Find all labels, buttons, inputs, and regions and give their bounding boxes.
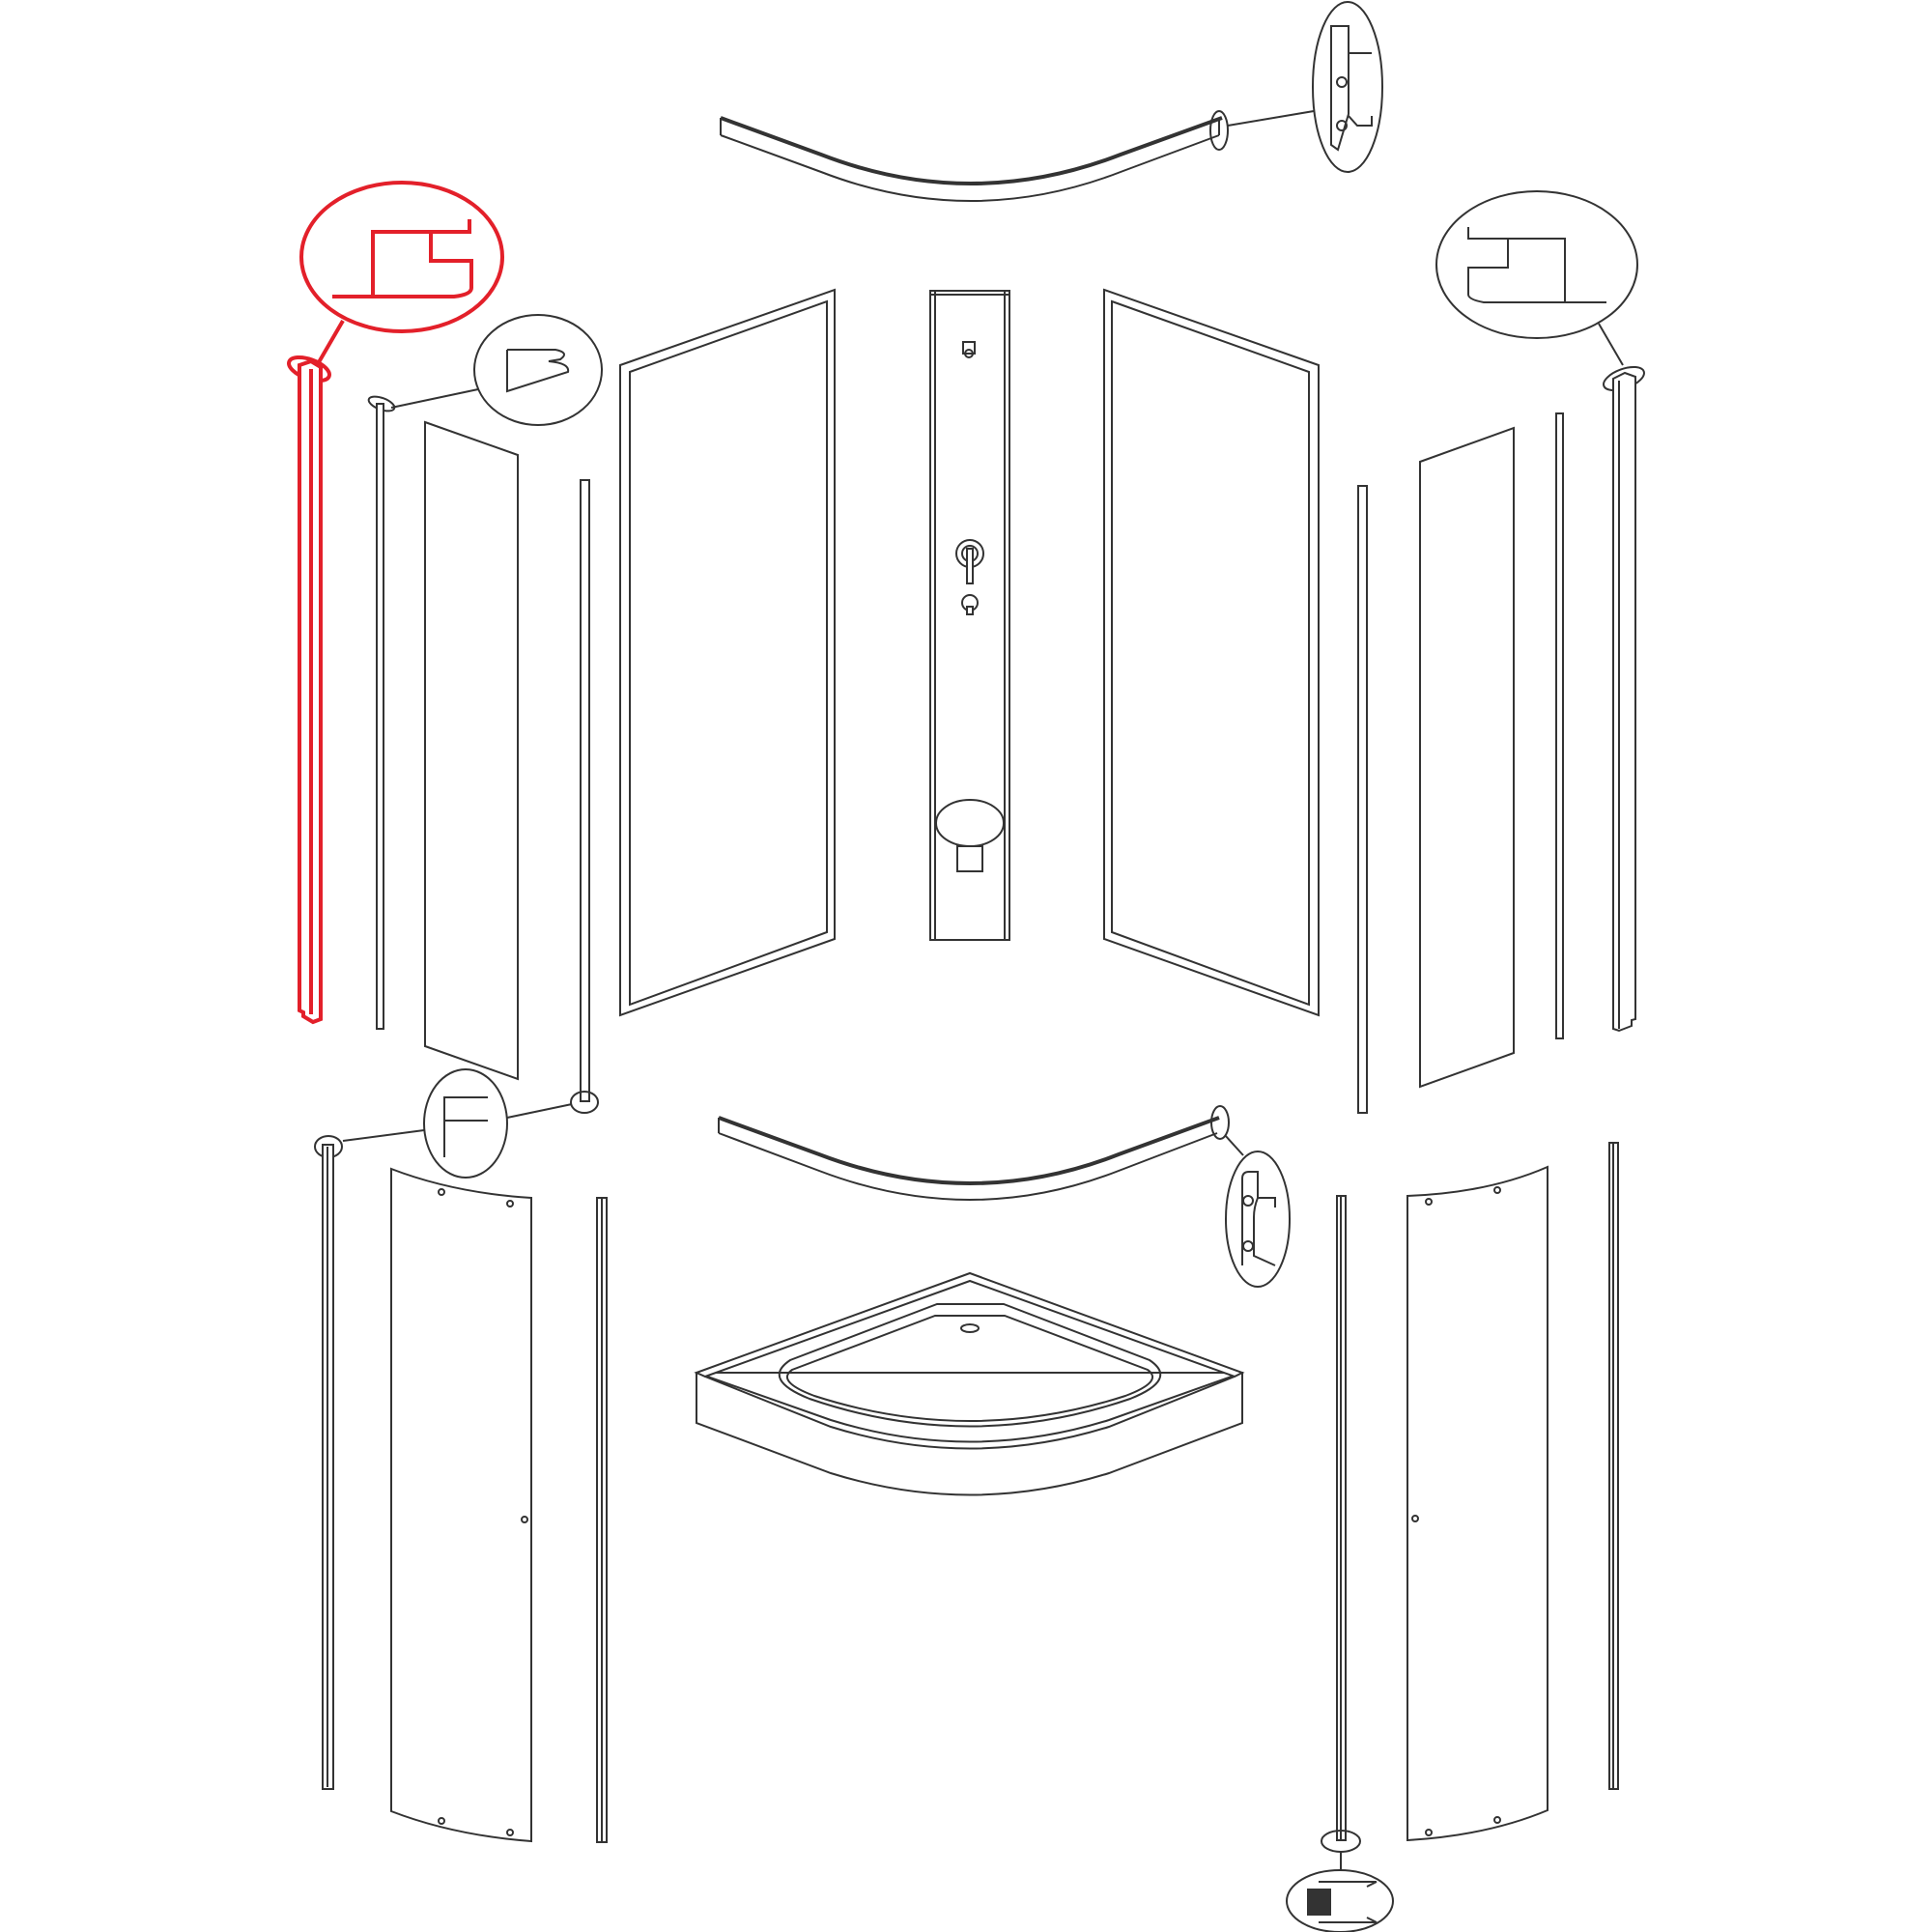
bottom-seal-detail	[1286, 1830, 1394, 1932]
right-wall-profile[interactable]	[1601, 362, 1647, 1033]
left-sliding-door[interactable]	[390, 1167, 532, 1843]
right-sliding-door[interactable]	[1406, 1165, 1548, 1842]
right-wall-profile-detail	[1435, 190, 1638, 366]
top-curved-rail[interactable]	[720, 116, 1223, 202]
right-magnetic-strip[interactable]	[1357, 485, 1368, 1114]
right-small-fixed-panel[interactable]	[1419, 426, 1515, 1089]
left-back-panel[interactable]	[619, 288, 836, 1017]
drain-icon	[960, 1323, 980, 1333]
bottom-rail-detail	[1224, 1134, 1291, 1288]
left-door-handle-strip[interactable]	[314, 1135, 343, 1790]
lower-profile-detail	[342, 1068, 573, 1179]
left-magnetic-strip[interactable]	[570, 479, 599, 1114]
left-door-seal-strip[interactable]	[596, 1197, 608, 1843]
left-wall-profile-detail	[299, 181, 504, 364]
shower-head-holder-icon	[962, 341, 976, 358]
top-rail-detail	[1209, 1, 1383, 173]
diverter-knob-icon	[961, 594, 979, 615]
mixer-faucet-icon	[955, 539, 984, 584]
left-seal-strip-detail	[367, 314, 603, 426]
right-door-seal-strip[interactable]	[1336, 1195, 1347, 1841]
bottom-curved-rail[interactable]	[718, 1105, 1230, 1201]
right-seal-strip[interactable]	[1555, 412, 1564, 1039]
right-door-handle-strip[interactable]	[1608, 1142, 1619, 1790]
center-column-panel[interactable]	[929, 290, 1010, 941]
left-seal-strip[interactable]	[376, 403, 384, 1030]
shower-tray[interactable]	[694, 1271, 1245, 1496]
seat-icon	[935, 799, 1005, 872]
left-small-fixed-panel[interactable]	[424, 420, 519, 1081]
left-wall-profile[interactable]	[286, 353, 332, 1025]
right-back-panel[interactable]	[1103, 288, 1320, 1017]
